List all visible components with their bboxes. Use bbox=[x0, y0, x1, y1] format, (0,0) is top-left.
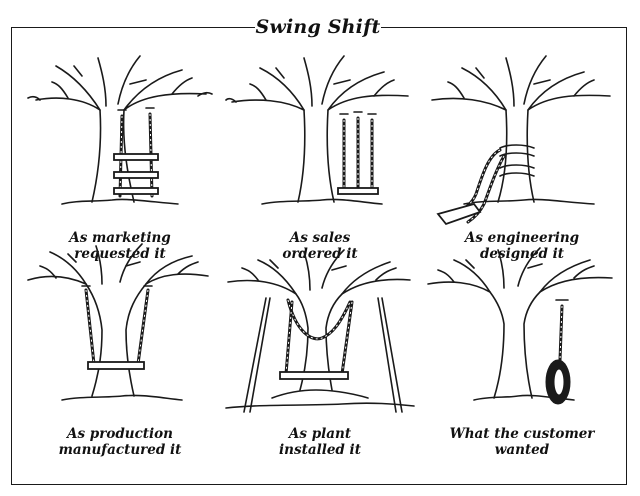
trunk-seat-swing-icon bbox=[27, 243, 209, 401]
caption-line-1: As sales bbox=[289, 230, 351, 246]
panel-production: As production manufactured it bbox=[22, 240, 218, 472]
caption-line-1: As production bbox=[67, 426, 173, 442]
caption-plant: As plant installed it bbox=[222, 426, 418, 458]
caption-line-1: What the customer bbox=[449, 426, 595, 442]
caption-production: As production manufactured it bbox=[22, 426, 218, 458]
panel-marketing: As marketing requested it bbox=[22, 44, 218, 276]
cartoon-title: Swing Shift bbox=[255, 14, 381, 40]
panel-plant: As plant installed it bbox=[222, 240, 418, 472]
panel-sales: As sales ordered it bbox=[222, 44, 418, 276]
caption-line-2: ordered it bbox=[282, 246, 358, 262]
panel-customer: What the customer wanted bbox=[424, 240, 620, 472]
caption-sales: As sales ordered it bbox=[222, 230, 418, 262]
tied-trunk-swing-icon bbox=[431, 55, 611, 226]
caption-customer: What the customer wanted bbox=[424, 426, 620, 458]
tire-swing-icon bbox=[427, 247, 613, 405]
triple-rope-swing-icon bbox=[225, 55, 409, 205]
caption-line-1: As engineering bbox=[464, 230, 580, 246]
caption-line-2: wanted bbox=[494, 442, 550, 458]
ladder-swing-icon bbox=[27, 55, 213, 205]
caption-line-1: As plant bbox=[288, 426, 352, 442]
caption-line-2: installed it bbox=[279, 442, 361, 458]
caption-line-1: As marketing bbox=[69, 230, 171, 246]
propped-branch-swing-icon bbox=[225, 249, 415, 413]
caption-line-2: manufactured it bbox=[58, 442, 182, 458]
